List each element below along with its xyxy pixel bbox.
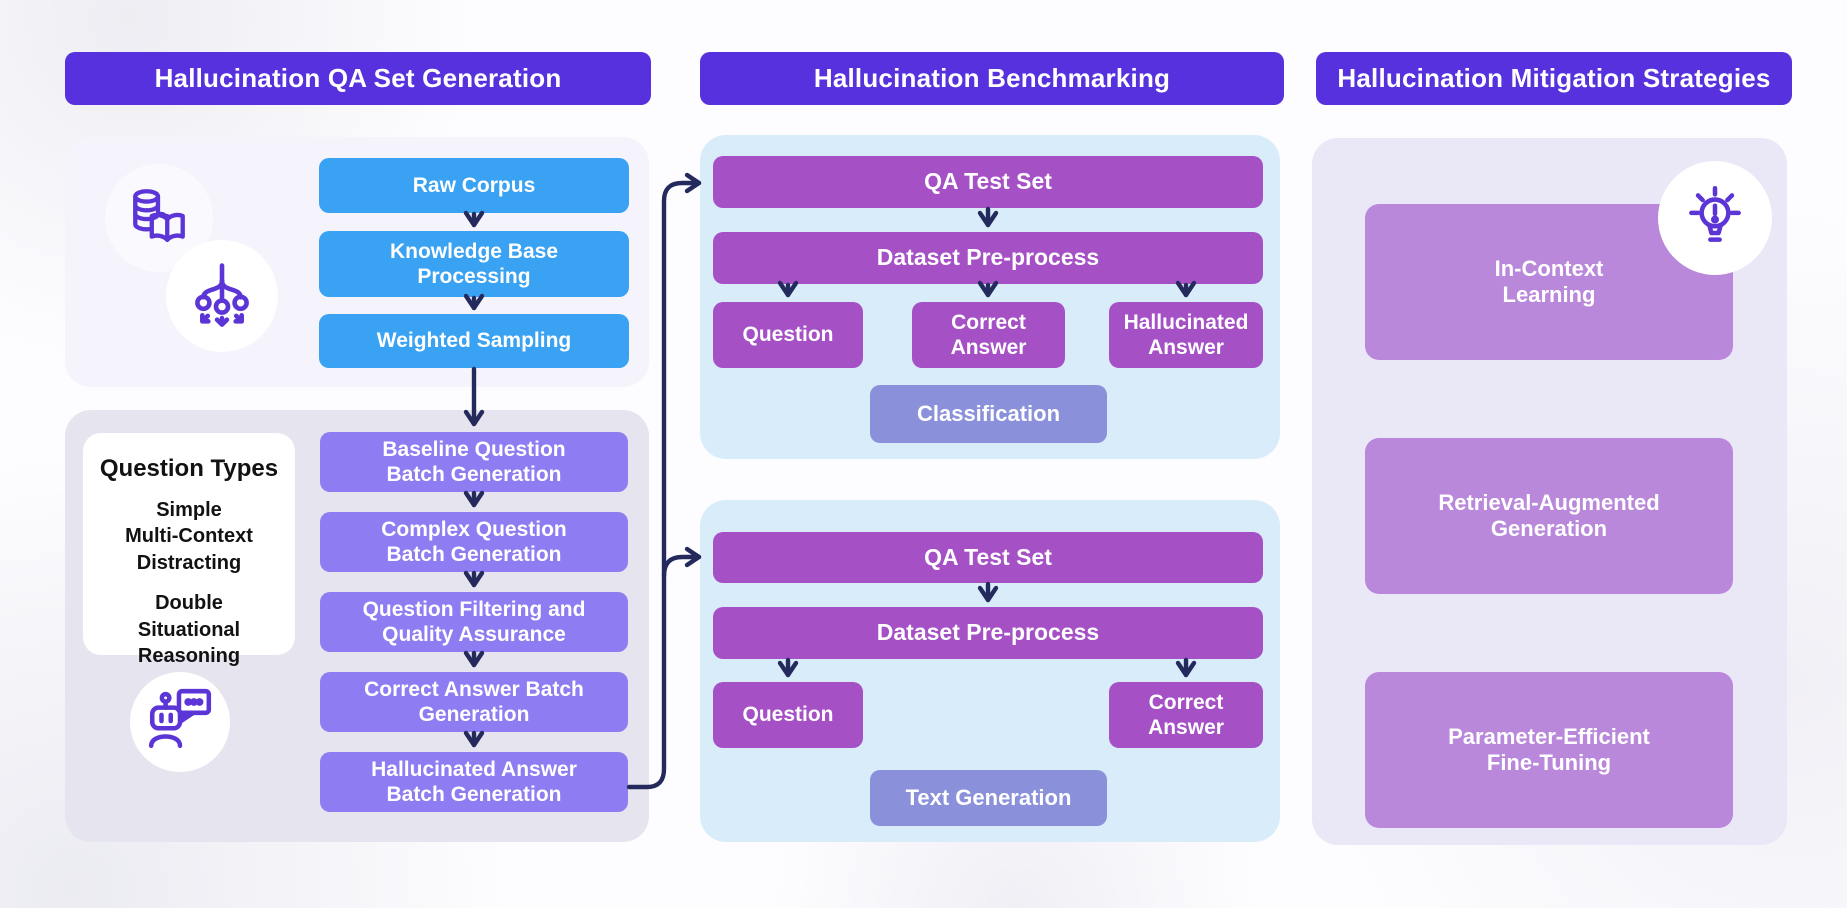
sampling-icon-circle [166,240,278,352]
strategy-retrieval-augmented-generation: Retrieval-Augmented Generation [1365,438,1733,594]
header-qa-set-generation: Hallucination QA Set Generation [65,52,651,105]
field-correct-answer-1: Correct Answer [912,302,1065,368]
ideas-icon-circle [1658,161,1772,275]
field-correct-answer-2: Correct Answer [1109,682,1263,748]
lightbulb-icon [1678,179,1752,258]
question-types-title: Question Types [99,455,279,482]
flow-complex-question: Complex Question Batch Generation [320,512,628,572]
question-types-basic: Simple Multi-Context Distracting [125,499,253,574]
strategy-parameter-efficient-fine-tuning: Parameter-Efficient Fine-Tuning [1365,672,1733,828]
field-question-2: Question [713,682,863,748]
robot-chat-icon [144,684,216,761]
qa-test-set-1: QA Test Set [713,156,1263,208]
flow-weighted-sampling: Weighted Sampling [319,314,629,368]
flow-knowledge-base-processing: Knowledge Base Processing [319,231,629,297]
database-book-icon [126,183,192,254]
distribute-arrows-icon [187,259,257,334]
dataset-preprocess-1: Dataset Pre-process [713,232,1263,284]
header-mitigation-strategies: Hallucination Mitigation Strategies [1316,52,1792,105]
task-classification: Classification [870,385,1107,443]
qa-test-set-2: QA Test Set [713,532,1263,583]
corpus-icon-circle [105,164,213,272]
qa-bot-icon-circle [130,672,230,772]
header-benchmarking: Hallucination Benchmarking [700,52,1284,105]
field-question-1: Question [713,302,863,368]
flow-raw-corpus: Raw Corpus [319,158,629,213]
question-types-advanced: Double Situational Reasoning [137,592,241,667]
dataset-preprocess-2: Dataset Pre-process [713,607,1263,659]
flow-baseline-question: Baseline Question Batch Generation [320,432,628,492]
question-types-card: Question Types Simple Multi-Context Dist… [83,433,295,667]
flow-question-filtering: Question Filtering and Quality Assurance [320,592,628,652]
task-text-generation: Text Generation [870,770,1107,826]
flow-hallucinated-answer-batch: Hallucinated Answer Batch Generation [320,752,628,812]
flow-correct-answer-batch: Correct Answer Batch Generation [320,672,628,732]
field-hallucinated-answer: Hallucinated Answer [1109,302,1263,368]
